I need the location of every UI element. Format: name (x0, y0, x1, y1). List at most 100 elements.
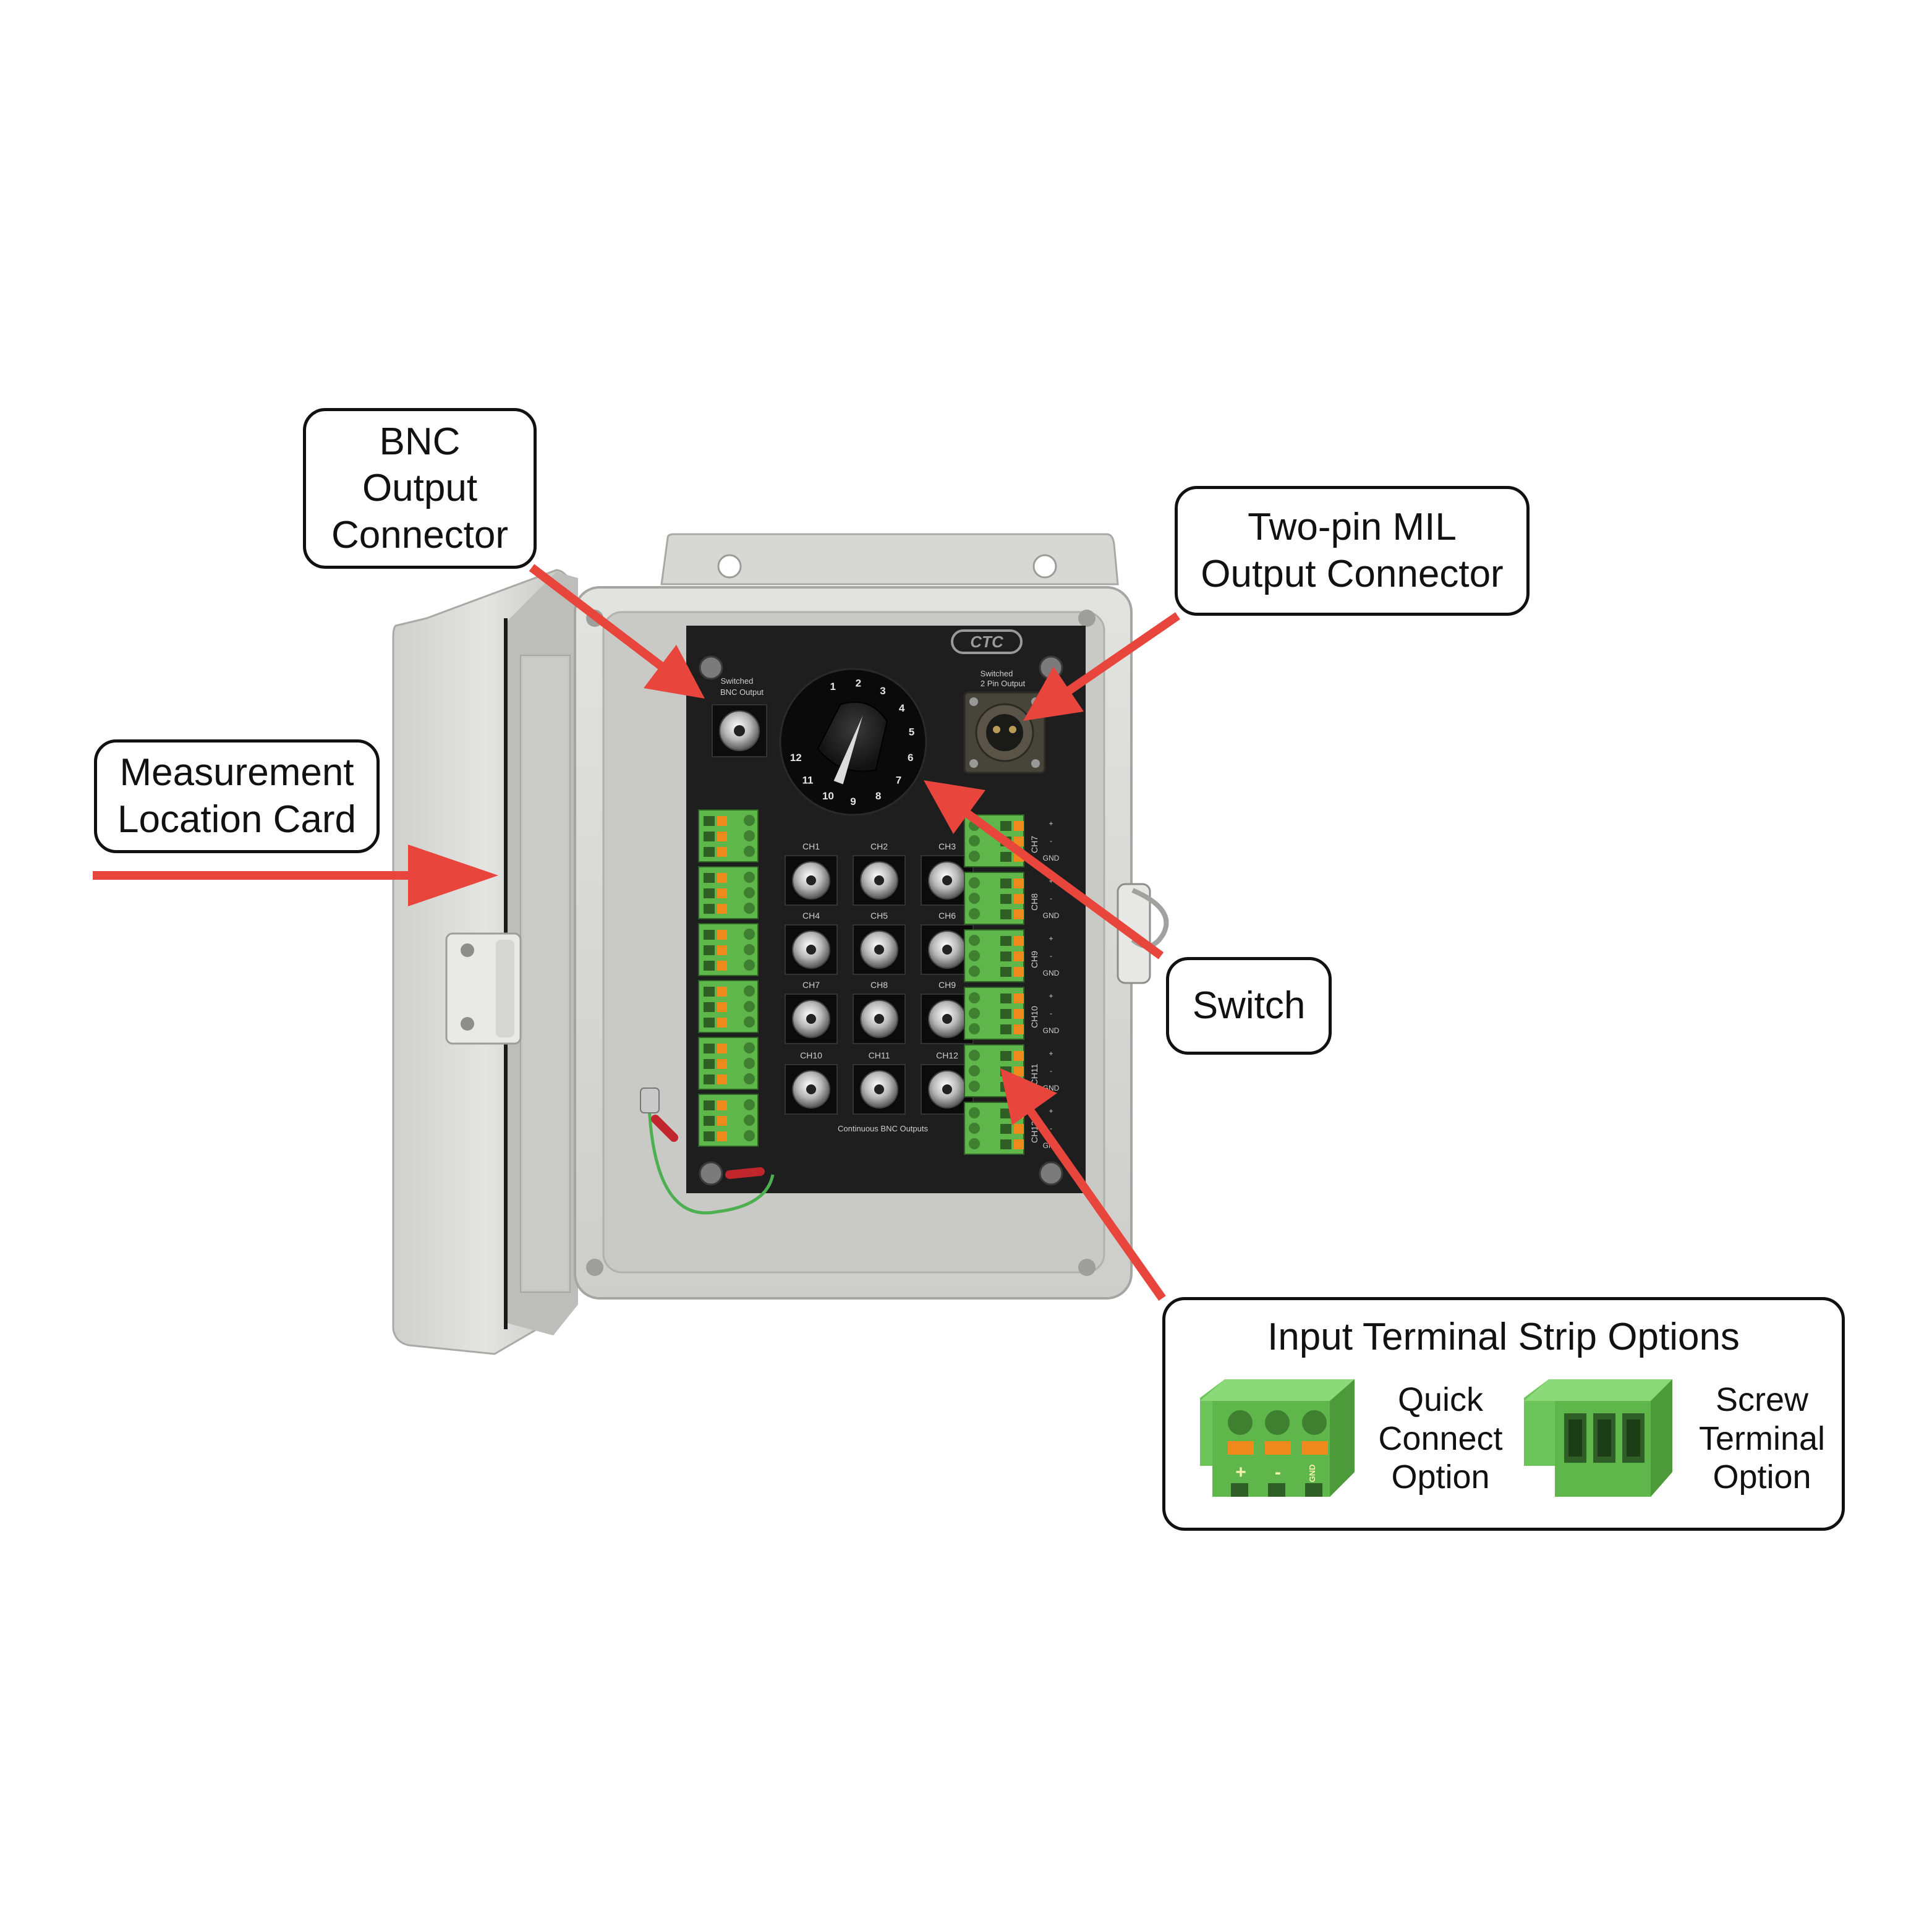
right-strip-pin-label: + (1049, 819, 1053, 828)
callout-bnc-output-connector: BNC Output Connector (303, 408, 537, 569)
terminal-strip (964, 872, 1024, 925)
bnc-center-pin (806, 1084, 816, 1094)
terminal-screw (744, 1016, 755, 1028)
terminal-slot (1000, 951, 1011, 961)
right-strip-pin-label: GND (1043, 969, 1060, 977)
right-strip-channel-label: CH9 (1029, 951, 1039, 968)
terminal-screw (969, 1138, 980, 1149)
terminal-strip (698, 923, 759, 976)
arrow-measurement-card (93, 845, 498, 906)
right-strip-channel-label: CH10 (1029, 1006, 1039, 1028)
arrow-switch (924, 780, 1164, 960)
terminal-screw (744, 1001, 755, 1012)
terminal-slot (1000, 1009, 1011, 1019)
switched-bnc-label-line2: BNC Output (720, 687, 764, 697)
terminal-slot (704, 1002, 715, 1012)
arrow-bnc-output (529, 564, 705, 699)
terminal-screw (744, 985, 755, 997)
dial-number: 8 (875, 790, 881, 802)
bnc-center-pin (874, 1084, 884, 1094)
terminal-screw (969, 1023, 980, 1034)
terminal-slot (704, 832, 715, 841)
terminal-release (717, 1100, 727, 1110)
terminal-screw (969, 1050, 980, 1061)
enclosure-door (392, 569, 578, 1355)
bnc-channel-label: CH1 (802, 841, 820, 851)
switched-bnc-label-line1: Switched (721, 676, 754, 686)
bnc-connector: CH4 (785, 911, 838, 975)
bnc-channel-label: CH5 (870, 911, 888, 921)
bnc-center-pin (806, 945, 816, 955)
terminal-screw (744, 846, 755, 857)
dial-number: 12 (790, 752, 802, 764)
terminal-release (717, 888, 727, 898)
terminal-release (717, 1018, 727, 1028)
arrow-mil-output (1023, 612, 1180, 721)
right-strip-pin-label: GND (1043, 1026, 1060, 1035)
terminal-slot (704, 1131, 715, 1141)
dial-number: 10 (822, 790, 834, 802)
terminal-screw (744, 1058, 755, 1069)
right-strip-pin-label: - (1050, 1124, 1052, 1133)
right-strip-pin-label: + (1049, 934, 1053, 943)
terminal-release (717, 1059, 727, 1069)
terminal-slot (704, 961, 715, 971)
terminal-slot (704, 1059, 715, 1069)
callout-switch: Switch (1166, 957, 1332, 1055)
terminal-slot (704, 816, 715, 826)
terminal-slot (704, 930, 715, 940)
callout-bnc-line1: BNC (379, 420, 461, 463)
switched-2pin-label-line1: Switched (981, 669, 1013, 678)
dial-number: 1 (830, 681, 835, 692)
terminal-screw (744, 1073, 755, 1084)
callout-card-line2: Location Card (117, 798, 357, 841)
bnc-connector: CH2 (853, 841, 906, 906)
quick-connect-option-label: Quick Connect Option (1369, 1381, 1512, 1497)
terminal-screw (744, 944, 755, 955)
terminal-release (717, 832, 727, 841)
terminal-slot (704, 1044, 715, 1053)
screw-terminal-icon (1524, 1379, 1672, 1497)
terminal-screw (744, 1115, 755, 1126)
dial-number: 9 (850, 796, 856, 807)
bnc-center-pin (942, 945, 952, 955)
continuous-bnc-label: Continuous BNC Outputs (838, 1124, 928, 1133)
left-terminal-strips (698, 809, 759, 1147)
right-terminal-strips: CH7+-GNDCH8+-GNDCH9+-GNDCH10+-GNDCH11+-G… (964, 814, 1060, 1155)
quick-label-line3: Option (1391, 1458, 1490, 1496)
terminal-slot (704, 1100, 715, 1110)
right-strip-pin-label: + (1049, 1049, 1053, 1058)
screw-label-line2: Terminal (1698, 1419, 1826, 1457)
terminal-release (1014, 994, 1024, 1003)
terminal-slot (1000, 1109, 1011, 1118)
terminal-screw (744, 929, 755, 940)
terminal-slot (704, 1075, 715, 1084)
terminal-release (1014, 967, 1024, 977)
dial-number: 4 (899, 702, 905, 714)
terminal-release (1014, 1139, 1024, 1149)
terminal-release (717, 961, 727, 971)
terminal-slot (1000, 994, 1011, 1003)
terminal-release (717, 987, 727, 997)
bnc-center-pin (874, 1014, 884, 1024)
right-strip-pin-label: + (1049, 992, 1053, 1000)
terminal-release (717, 1116, 727, 1126)
terminal-release (717, 904, 727, 914)
terminal-release (717, 1002, 727, 1012)
right-strip-pin-label: - (1050, 836, 1052, 845)
right-strip-pin-label: - (1050, 894, 1052, 903)
terminal-slot (704, 904, 715, 914)
switched-2pin-label-line2: 2 Pin Output (981, 679, 1026, 688)
dial-number: 5 (909, 726, 914, 738)
dial-number: 11 (802, 775, 814, 786)
switch-knob (817, 701, 888, 772)
right-strip-pin-label: - (1050, 1009, 1052, 1018)
door-latch-plate (445, 932, 522, 1045)
terminal-strip (964, 1102, 1024, 1155)
right-strip-pin-label: - (1050, 951, 1052, 960)
terminal-slot (1000, 1051, 1011, 1061)
ctc-logo: CTC (951, 629, 1023, 654)
right-strip-pin-label: GND (1043, 911, 1060, 920)
